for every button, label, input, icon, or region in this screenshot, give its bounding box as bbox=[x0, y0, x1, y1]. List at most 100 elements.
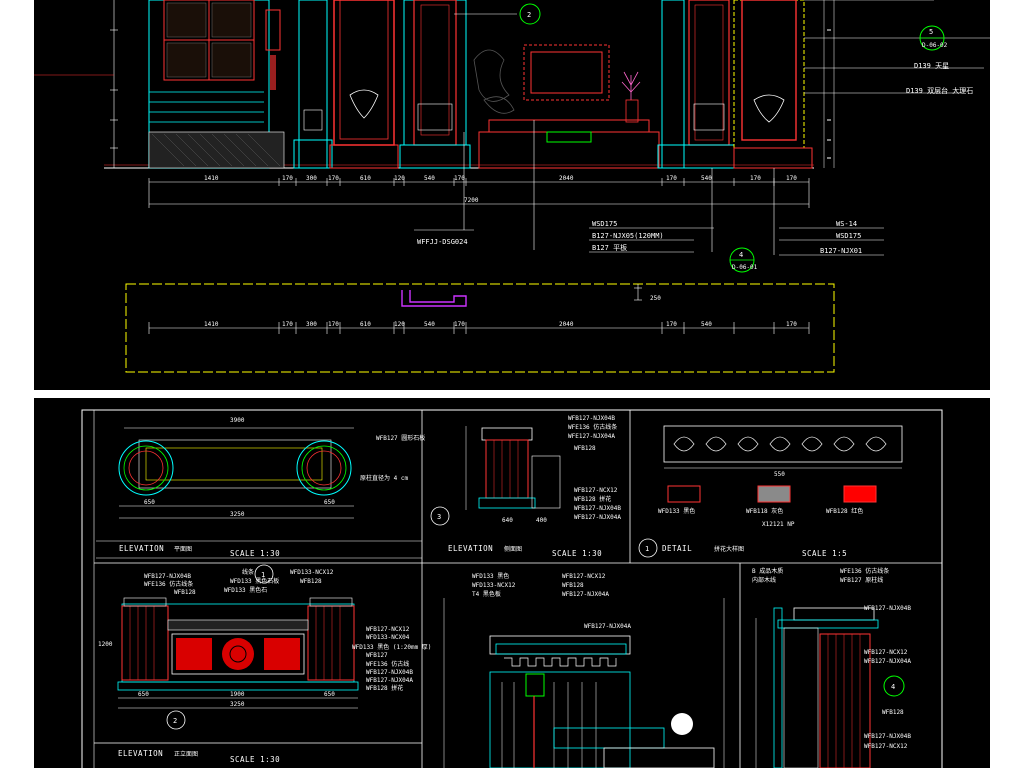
panel-d-title: ELEVATION bbox=[118, 749, 163, 758]
svg-text:内部木线: 内部木线 bbox=[752, 576, 776, 584]
svg-text:WFB127-NCX12: WFB127-NCX12 bbox=[366, 626, 410, 633]
svg-text:540: 540 bbox=[424, 175, 435, 182]
svg-text:WFD133 黑色石板: WFD133 黑色石板 bbox=[230, 577, 279, 585]
panel-side-elevation: 3 640 400 WFB127-NJX04B WFE136 仿古线条 WFE1… bbox=[430, 415, 621, 558]
svg-text:170: 170 bbox=[750, 175, 761, 182]
svg-text:B 成品木质: B 成品木质 bbox=[752, 567, 783, 575]
svg-text:5: 5 bbox=[929, 28, 933, 36]
svg-text:WFB127-NJX04B: WFB127-NJX04B bbox=[574, 505, 621, 512]
fireplace-center bbox=[473, 44, 660, 169]
svg-text:170: 170 bbox=[666, 175, 677, 182]
svg-text:WFB127-NJX04A: WFB127-NJX04A bbox=[864, 658, 911, 665]
svg-text:1200: 1200 bbox=[98, 641, 113, 648]
label-b127-njx01: B127-NJX01 bbox=[820, 247, 862, 255]
svg-text:WFB128: WFB128 bbox=[300, 578, 322, 585]
top-elevation-drawing: D139 天星 D139 双层台 大理石 2 5 D-06-02 4 D-06-… bbox=[34, 0, 990, 373]
svg-text:拼花大样图: 拼花大样图 bbox=[714, 545, 744, 553]
svg-text:170: 170 bbox=[786, 175, 797, 182]
panel-column-section: 4 B 成品木质 内部木线 WFE136 仿古线条 WFB127 原柱线 WFB… bbox=[752, 567, 911, 768]
dimension-row-1 bbox=[148, 178, 810, 208]
label-wffjj: WFFJJ-DSG024 bbox=[417, 238, 468, 246]
dimension-total: 7200 bbox=[464, 197, 479, 204]
svg-text:正立面图: 正立面图 bbox=[174, 750, 198, 758]
svg-text:WFB127-NJX04A: WFB127-NJX04A bbox=[366, 677, 413, 684]
label-wsd175-right: WSD175 bbox=[836, 232, 861, 240]
svg-text:WFB127-NJX04B: WFB127-NJX04B bbox=[568, 415, 615, 422]
legend-swatch-grey bbox=[757, 485, 791, 503]
svg-text:650: 650 bbox=[324, 499, 335, 506]
note-right-2: D139 双层台 大理石 bbox=[906, 86, 973, 95]
svg-text:WFB127 原柱线: WFB127 原柱线 bbox=[840, 576, 883, 584]
svg-text:170: 170 bbox=[454, 175, 465, 182]
panel-c-scale: SCALE 1:5 bbox=[802, 549, 847, 558]
vertical-dimension-left bbox=[34, 0, 118, 168]
svg-text:WFD133 黑色: WFD133 黑色 bbox=[472, 572, 509, 580]
svg-text:WFB128: WFB128 bbox=[574, 445, 596, 452]
svg-text:WFB127-NJX04B: WFB127-NJX04B bbox=[366, 669, 413, 676]
svg-text:540: 540 bbox=[701, 321, 712, 328]
column-left bbox=[293, 0, 333, 169]
svg-text:WFE136 仿古线: WFE136 仿古线 bbox=[366, 660, 409, 668]
svg-text:640: 640 bbox=[502, 517, 513, 524]
label-b127-njx05: B127-NJX05(120MM) bbox=[592, 232, 664, 240]
svg-text:WFB128: WFB128 bbox=[562, 582, 584, 589]
svg-text:T4 黑色板: T4 黑色板 bbox=[472, 590, 501, 598]
svg-text:540: 540 bbox=[424, 321, 435, 328]
svg-text:WFE136 仿古线条: WFE136 仿古线条 bbox=[568, 423, 617, 431]
svg-text:170: 170 bbox=[666, 321, 677, 328]
label-wsd175-mid: WSD175 bbox=[592, 220, 617, 228]
svg-text:WFE136 仿古线条: WFE136 仿古线条 bbox=[144, 580, 193, 588]
svg-text:3250: 3250 bbox=[230, 511, 245, 518]
svg-text:1410: 1410 bbox=[204, 321, 219, 328]
callout-bubble-4: 4 D-06-01 bbox=[729, 247, 758, 273]
svg-text:170: 170 bbox=[282, 175, 293, 182]
svg-text:D-06-02: D-06-02 bbox=[922, 42, 948, 49]
svg-text:WFE127-NJX04A: WFE127-NJX04A bbox=[568, 433, 615, 440]
svg-text:WFD133 黑色 (1:20mm 厚): WFD133 黑色 (1:20mm 厚) bbox=[352, 643, 431, 651]
svg-text:2: 2 bbox=[173, 717, 177, 725]
svg-text:WFB127-NCX12: WFB127-NCX12 bbox=[562, 573, 606, 580]
svg-text:300: 300 bbox=[306, 321, 317, 328]
plan-inner-dim: 250 bbox=[650, 295, 661, 302]
svg-text:WFB128: WFB128 bbox=[174, 589, 196, 596]
svg-text:WFB127-NJX04B: WFB127-NJX04B bbox=[144, 573, 191, 580]
right-leader-lines bbox=[804, 0, 990, 168]
panel-b-bubble: 3 bbox=[437, 513, 441, 521]
svg-text:WFD133-NCX04: WFD133-NCX04 bbox=[366, 634, 410, 641]
svg-text:WFB127-NJX04A: WFB127-NJX04A bbox=[584, 623, 631, 630]
svg-text:1900: 1900 bbox=[230, 691, 245, 698]
panel-detail-pattern: 550 WFD133 黑色 WFB118 灰色 WFB128 红色 X12121… bbox=[638, 425, 903, 558]
svg-text:WFD133 黑色: WFD133 黑色 bbox=[658, 507, 695, 515]
svg-text:610: 610 bbox=[360, 175, 371, 182]
panel-plan-view: 3900 650 3250 650 WFB127 圆形石板 原柱直径为 4 cm… bbox=[96, 417, 425, 559]
wall-panel-right bbox=[733, 0, 813, 169]
svg-text:120: 120 bbox=[394, 321, 405, 328]
svg-text:WFB127-NJX04A: WFB127-NJX04A bbox=[574, 514, 621, 521]
svg-text:X12121 NP: X12121 NP bbox=[762, 521, 795, 528]
svg-text:WFB127-NCX12: WFB127-NCX12 bbox=[864, 743, 908, 750]
svg-text:400: 400 bbox=[536, 517, 547, 524]
svg-text:4: 4 bbox=[739, 251, 743, 259]
panel-d-scale: SCALE 1:30 bbox=[230, 755, 280, 764]
svg-text:WFB128: WFB128 bbox=[882, 709, 904, 716]
svg-text:540: 540 bbox=[701, 175, 712, 182]
panel-b-scale: SCALE 1:30 bbox=[552, 549, 602, 558]
panel-c-title: DETAIL bbox=[662, 544, 692, 553]
bottom-detail-sheet: 3900 650 3250 650 WFB127 圆形石板 原柱直径为 4 cm… bbox=[34, 398, 990, 768]
top-elevation-sheet: D139 天星 D139 双层台 大理石 2 5 D-06-02 4 D-06-… bbox=[34, 0, 990, 390]
label-ws14: WS-14 bbox=[836, 220, 857, 228]
panel-a-scale: SCALE 1:30 bbox=[230, 549, 280, 558]
svg-text:WFB118 灰色: WFB118 灰色 bbox=[746, 507, 783, 515]
svg-text:WFB127-NJX04B: WFB127-NJX04B bbox=[864, 733, 911, 740]
svg-text:2040: 2040 bbox=[559, 321, 574, 328]
svg-text:300: 300 bbox=[306, 175, 317, 182]
panel-a-title: ELEVATION bbox=[119, 544, 164, 553]
label-leaders bbox=[414, 120, 884, 256]
panel-c-bubble: 1 bbox=[645, 545, 649, 553]
svg-text:650: 650 bbox=[144, 499, 155, 506]
panel-b-title: ELEVATION bbox=[448, 544, 493, 553]
window-frame bbox=[148, 0, 285, 169]
panel-front-elevation: 1 650 1900 650 3250 12 bbox=[98, 564, 431, 764]
svg-text:WFB128 拼花: WFB128 拼花 bbox=[366, 684, 403, 692]
callout-bubble-2: 2 bbox=[454, 3, 541, 25]
